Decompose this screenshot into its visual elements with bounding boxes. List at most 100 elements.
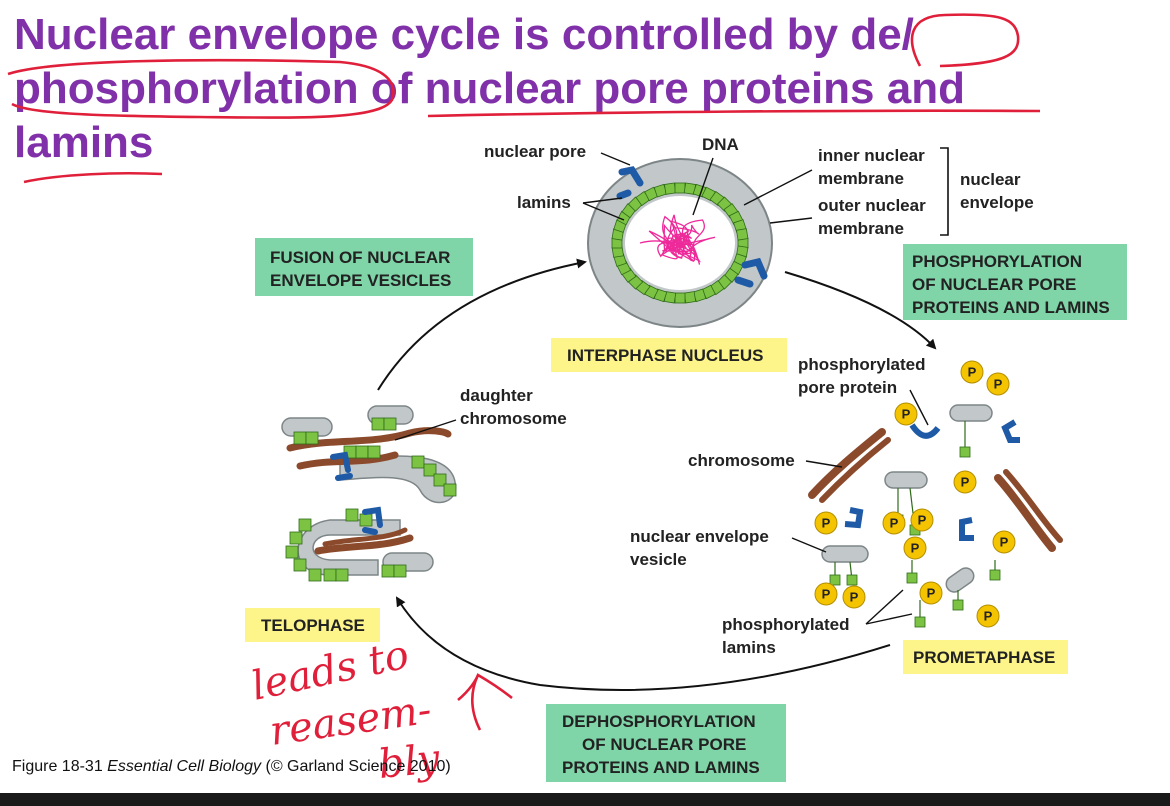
lamin-block [293,558,307,572]
phosphate-label: P [902,407,911,422]
stage-prometaphase: PROMETAPHASE [903,640,1068,674]
arch-over-de [910,13,1020,68]
nuclear-pore-right [734,257,768,288]
lamin-block [411,455,425,469]
label-chromosome: chromosome [688,451,795,470]
phosphate-label: P [927,586,936,601]
phosphate-label: P [1000,535,1009,550]
box-phosphorylation-line3: PROTEINS AND LAMINS [912,298,1110,317]
phosphate-label: P [822,587,831,602]
bottom-bar [0,793,1170,806]
label-inner-nuclear-membrane-line1: inner nuclear [818,146,925,165]
label-daughter-chromosome-line1: daughter [460,386,533,405]
lamin-block [345,508,359,522]
lamin-block [335,568,349,582]
lamin-block [381,564,395,578]
label-nuclear-envelope-line2: envelope [960,193,1034,212]
box-phosphorylation-line2: OF NUCLEAR PORE [912,275,1076,294]
handwriting-line3: bly [376,736,443,788]
label-inner-nuclear-membrane-line2: membrane [818,169,904,188]
label-nuclear-pore: nuclear pore [484,142,586,161]
envelope-bracket [940,147,949,236]
lamin-block [952,599,964,611]
label-outer-nuclear-membrane-line1: outer nuclear [818,196,926,215]
interphase-nucleus [587,158,773,328]
phosphate-circle [919,581,943,605]
lamin-block [443,483,457,497]
caption-figure-number: Figure 18-31 [12,758,103,775]
lamin-block [355,445,369,459]
label-phosphorylated-lamins-line2: lamins [722,638,776,657]
lamin-block [674,182,686,194]
telophase-reassembly [281,405,457,582]
phosphate-circle [894,402,918,426]
lamin-block [433,473,447,487]
label-nuclear-envelope-line1: nuclear [960,170,1021,189]
phosphate-circle [976,604,1000,628]
underline-proteins [427,109,1041,118]
box-fusion-line1: FUSION OF NUCLEAR [270,248,450,267]
lamin-block [367,445,381,459]
box-dephosphorylation-line3: PROTEINS AND LAMINS [562,758,760,777]
phosphate-circle [953,470,977,494]
label-phosphorylated-pore-protein-line2: pore protein [798,378,897,397]
phosphate-circle [842,585,866,609]
lamin-block [383,417,397,431]
nuclear-lamina [611,182,749,304]
label-dna: DNA [702,135,739,154]
box-phosphorylation: PHOSPHORYLATION OF NUCLEAR PORE PROTEINS… [903,244,1127,320]
label-nuclear-envelope-vesicle-line2: vesicle [630,550,687,569]
lamin-block [736,228,749,241]
lamin-block [285,545,299,559]
phosphate-label: P [918,513,927,528]
dna-strand [639,214,716,265]
caption-credit: (© Garland Science 2010) [265,758,451,775]
lamin-block [298,518,312,532]
phosphorylated-lamins [829,421,1001,628]
phosphate-label: P [850,590,859,605]
label-phosphorylated-pore-protein-line1: phosphorylated [798,355,926,374]
lamin-block [359,513,373,527]
label-outer-nuclear-membrane-line2: membrane [818,219,904,238]
slide-title: Nuclear envelope cycle is controlled by … [14,10,965,167]
lamin-block [846,574,858,586]
box-fusion-line2: ENVELOPE VESICLES [270,271,451,290]
lamin-block [305,431,319,445]
figure-caption: Figure 18-31 Essential Cell Biology (© G… [12,758,451,776]
phosphate-circle [814,582,838,606]
lamin-block [959,446,971,458]
arrow-up-right-icon [457,673,513,731]
label-phosphorylated-lamins-line1: phosphorylated [722,615,850,634]
lamin-block [663,182,677,195]
phosphate-label: P [961,475,970,490]
lamin-block [914,616,926,628]
phosphate-circle [814,511,838,535]
stage-interphase-label: INTERPHASE NUCLEUS [567,346,763,365]
underline-lamins [23,171,163,184]
stage-prometaphase-label: PROMETAPHASE [913,648,1055,667]
lamin-block [308,568,322,582]
lamin-block [683,291,697,304]
lamin-block [423,463,437,477]
telophase-lamins [285,417,457,582]
label-nuclear-envelope-vesicle-line1: nuclear envelope [630,527,769,546]
lamin-block [829,574,841,586]
lamin-block [674,292,686,304]
stage-telophase-label: TELOPHASE [261,616,365,635]
phosphate-circle [903,536,927,560]
lamin-block [323,568,337,582]
cycle-arrow-to-interphase [377,258,587,391]
phosphate-circle [910,508,934,532]
box-fusion: FUSION OF NUCLEAR ENVELOPE VESICLES [255,238,473,296]
phosphate-circle [986,372,1010,396]
phosphate-label: P [911,541,920,556]
lamin-block [393,564,407,578]
phosphate-label: P [968,365,977,380]
phosphate-circle [960,360,984,384]
phosphate-label: P [984,609,993,624]
loop-phosphorylation [7,58,395,119]
